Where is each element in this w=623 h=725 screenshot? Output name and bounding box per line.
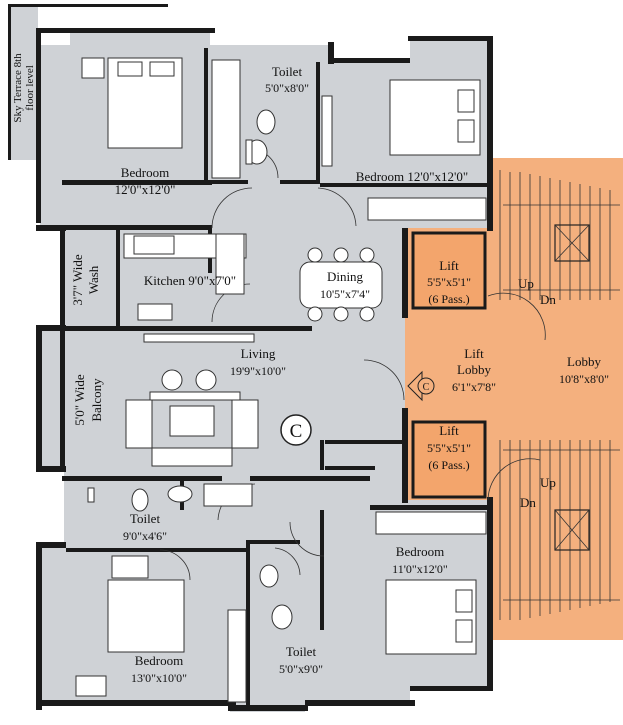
kitchen-label: Kitchen 9'0"x7'0" (144, 273, 236, 288)
wash-label-1: 3'7" Wide (70, 254, 85, 306)
living-name: Living (241, 346, 276, 361)
unit-mark: C (280, 414, 312, 446)
toilet-bottom-fixtures (259, 564, 293, 630)
bedroom-sw-name: Bedroom (135, 653, 183, 668)
wardrobe-se (375, 511, 487, 535)
living-furniture (125, 333, 259, 467)
dining-size: 10'5"x7'4" (320, 287, 370, 301)
toilet-sw-fixtures (87, 485, 193, 512)
bedroom-nw-name: Bedroom (121, 165, 169, 180)
wash-label-2: Wash (86, 265, 101, 294)
dining-table (299, 247, 383, 322)
bedroom-sw-size: 13'0"x10'0" (131, 671, 187, 685)
unit-mark-letter: C (290, 421, 303, 442)
bed-ne (389, 79, 481, 156)
lift-top-capacity: (6 Pass.) (428, 292, 469, 306)
toilet-bottom-size: 5'0"x9'0" (279, 662, 323, 676)
wardrobe-top-left (211, 59, 241, 179)
toilet-top-size: 5'0"x8'0" (265, 81, 309, 95)
core-area (490, 158, 623, 640)
lift-top-size: 5'5"x5'1" (427, 275, 471, 289)
lift-lobby-name: Lift (464, 346, 484, 361)
wardrobe-ne (367, 197, 487, 221)
lobby-mark: C (407, 370, 435, 402)
lift-car-bottom (411, 420, 487, 499)
sky-terrace-label-2: floor level (24, 65, 36, 111)
kitchen-counter (123, 233, 247, 321)
living-size: 19'9"x10'0" (230, 364, 286, 378)
lobby-mark-letter: C (423, 382, 430, 393)
sky-terrace-label-1: Sky Terrace 8th (12, 53, 24, 123)
toilet-bottom-name: Toilet (286, 644, 317, 659)
stair-bottom-dn: Dn (520, 495, 536, 510)
lobby-name: Lobby (567, 354, 601, 369)
outer-walls (8, 4, 493, 711)
stair-top-up: Up (518, 276, 534, 291)
lobby-size: 10'8"x8'0" (559, 372, 609, 386)
staircase-top (499, 170, 620, 300)
bed-se (385, 579, 477, 655)
toilet-top-fixtures (245, 109, 276, 165)
toilet-top-name: Toilet (272, 64, 303, 79)
lift-car-top (411, 231, 487, 310)
balcony-label-2: Balcony (89, 378, 104, 422)
bedroom-se-size: 11'0"x12'0" (392, 562, 448, 576)
stair-bottom-up: Up (540, 475, 556, 490)
lift-bottom-capacity: (6 Pass.) (428, 458, 469, 472)
balcony-label-1: 5'0" Wide (72, 374, 87, 426)
wardrobe-bottom (227, 609, 247, 703)
toilet-sw-name: Toilet (130, 511, 161, 526)
bed-nw (81, 57, 183, 149)
doors (159, 147, 546, 581)
lift-lobby-size: 6'1"x7'8" (452, 380, 496, 394)
toilet-sw-size: 9'0"x4'6" (123, 529, 167, 543)
bedroom-nw-size: 12'0"x12'0" (115, 182, 176, 197)
lift-bottom-name: Lift (439, 423, 459, 438)
staircase-bottom (499, 440, 620, 620)
bedroom-ne-name: Bedroom 12'0"x12'0" (356, 169, 468, 184)
bedroom-se-name: Bedroom (396, 544, 444, 559)
wardrobe-center (203, 483, 253, 507)
sky-terrace-floor (8, 4, 38, 160)
lift-bottom-size: 5'5"x5'1" (427, 441, 471, 455)
lift-lobby-line2: Lobby (457, 362, 491, 377)
dining-name: Dining (327, 269, 364, 284)
stair-top-dn: Dn (540, 292, 556, 307)
bed-sw (75, 555, 185, 697)
wardrobe-top-right (321, 95, 333, 167)
lift-top-name: Lift (439, 258, 459, 273)
